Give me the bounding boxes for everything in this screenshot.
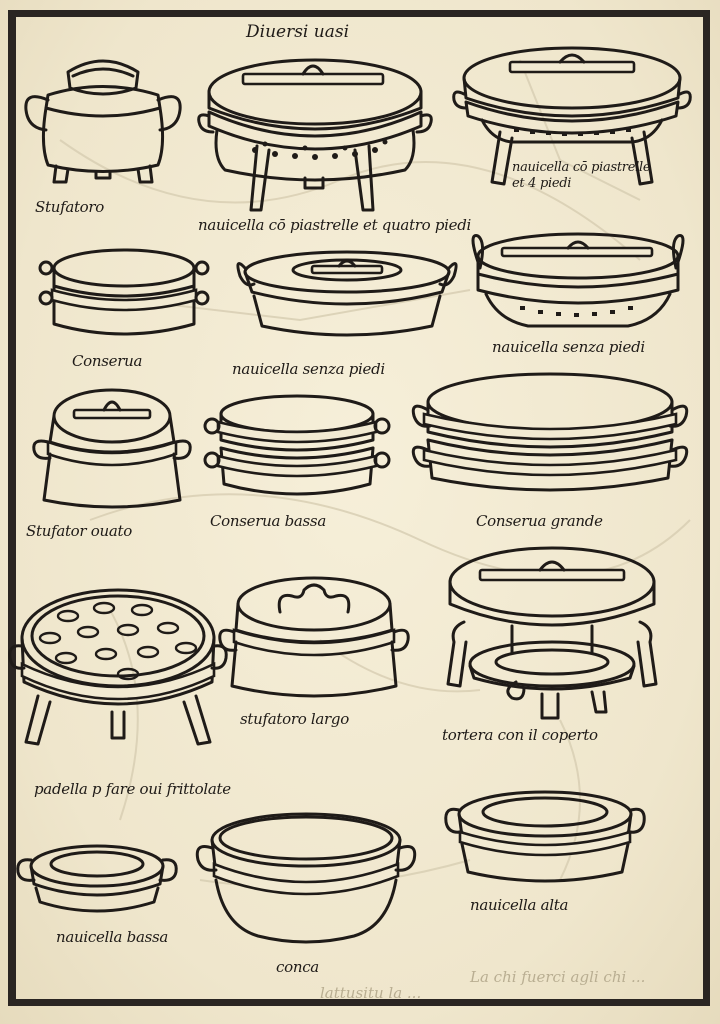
conserva-grande-icon bbox=[410, 370, 690, 500]
page-title: Diuersi uasi bbox=[246, 22, 350, 42]
label-conserva-grande: Conserua grande bbox=[476, 512, 603, 530]
conserva-icon bbox=[34, 246, 214, 346]
label-tortera-coperto: tortera con il coperto bbox=[442, 726, 598, 744]
label-navicella-piastrelle-quattro-piedi: nauicella cō piastrelle et quatro piedi bbox=[198, 216, 472, 234]
navicella-alta-icon bbox=[440, 786, 650, 886]
label-navicella-senza-piedi-1: nauicella senza piedi bbox=[232, 360, 385, 378]
label-navicella-piastrelle-4-piedi: nauicella cō piastrelle et 4 piedi bbox=[512, 160, 651, 191]
navicella-senza-piedi-1-icon bbox=[232, 246, 462, 346]
tortera-coperto-icon bbox=[442, 542, 662, 722]
padella-frittelle-icon bbox=[8, 586, 228, 751]
bleed-through-text-2: lattusitu la ... bbox=[320, 984, 422, 1002]
navicella-senza-piedi-2-icon bbox=[468, 228, 688, 338]
stufatoro-icon bbox=[18, 50, 188, 190]
navicella-piastrelle-quattro-piedi-icon bbox=[195, 50, 435, 215]
stufator-ovato-icon bbox=[28, 382, 198, 512]
bleed-through-text-1: La chi fuerci agli chi ... bbox=[470, 968, 646, 986]
navicella-bassa-icon bbox=[14, 840, 180, 916]
label-stufatoro: Stufatoro bbox=[35, 198, 105, 216]
label-conserva-bassa: Conserua bassa bbox=[210, 512, 326, 530]
label-navicella-bassa: nauicella bassa bbox=[56, 928, 169, 946]
conserva-bassa-icon bbox=[202, 392, 392, 504]
label-navicella-alta: nauicella alta bbox=[470, 896, 569, 914]
stufatoro-largo-icon bbox=[218, 574, 410, 704]
conca-icon bbox=[194, 808, 418, 948]
page-border bbox=[8, 10, 710, 1006]
label-stufator-ovato: Stufator ouato bbox=[26, 522, 132, 540]
label-stufatoro-largo: stufatoro largo bbox=[240, 710, 349, 728]
navicella-piastrelle-4-piedi-icon bbox=[452, 42, 692, 192]
label-navicella-senza-piedi-2: nauicella senza piedi bbox=[492, 338, 645, 356]
label-conserva: Conserua bbox=[72, 352, 143, 370]
label-padella-frittelle: padella p fare oui frittolate bbox=[34, 780, 231, 798]
label-conca: conca bbox=[276, 958, 319, 976]
